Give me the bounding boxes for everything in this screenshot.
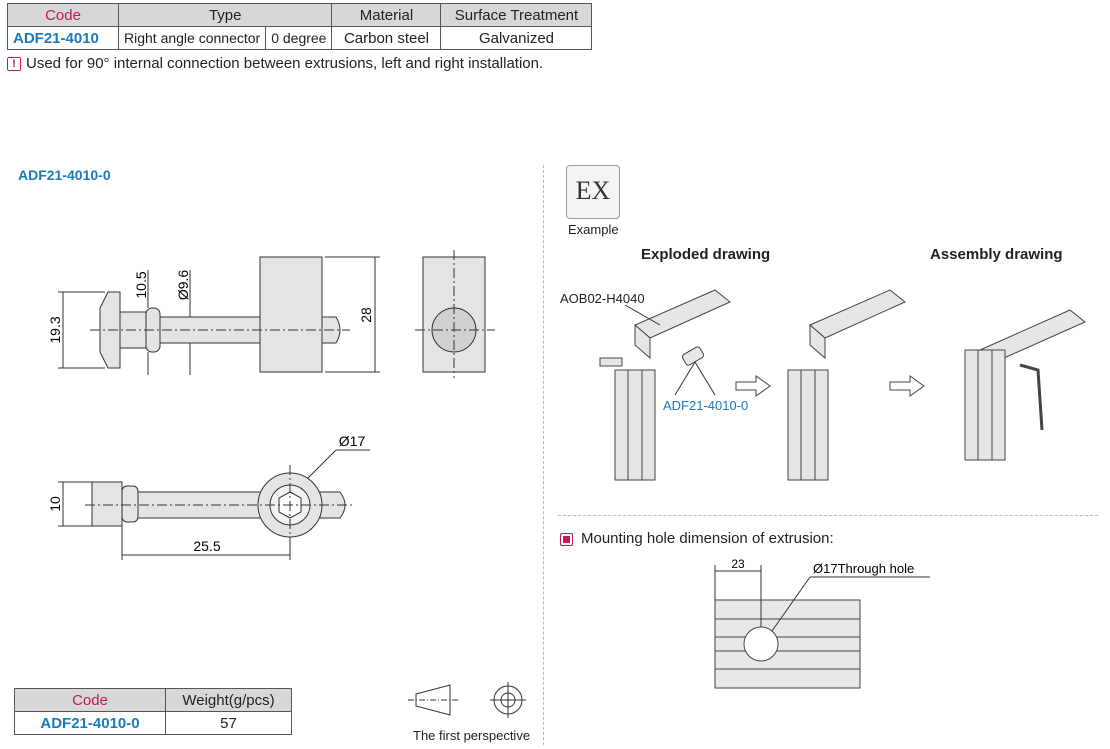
bullet-icon <box>560 532 573 546</box>
top-view-ring <box>121 485 139 523</box>
spec-type: Right angle connector <box>117 26 267 50</box>
hole-label: Ø17Through hole <box>813 561 914 576</box>
vertical-divider <box>543 165 544 745</box>
spec-header-code: Code <box>7 3 119 27</box>
hex-key-icon <box>1019 363 1044 431</box>
dim-shaft-dia: Ø9.6 <box>175 270 191 301</box>
spec-table: Code Type Material Surface Treatment ADF… <box>7 3 593 50</box>
perspective-label: The first perspective <box>413 728 531 743</box>
assembly-title: Assembly drawing <box>930 246 1063 263</box>
exploded-vertical-extrusion <box>614 369 656 481</box>
spec-header-surface: Surface Treatment <box>440 3 593 27</box>
weight-header-code: Code <box>14 688 166 712</box>
dim-body-dia: Ø17 <box>339 433 366 449</box>
spec-header-type: Type <box>117 3 333 27</box>
connector-part <box>681 346 705 366</box>
extrusion-face <box>714 599 861 689</box>
weight-table: Code Weight(g/pcs) ADF21-4010-0 57 <box>14 688 292 735</box>
example-badge-text: EX <box>575 176 611 205</box>
assembly-illustration <box>599 289 1086 481</box>
connector-label: ADF21-4010-0 <box>663 398 749 413</box>
exploded-horizontal-extrusion <box>634 289 731 339</box>
example-badge: EX <box>566 165 620 219</box>
dim-width: 10 <box>47 496 63 512</box>
spec-material: Carbon steel <box>331 26 442 50</box>
through-hole <box>743 626 779 662</box>
weight-header-row: Code Weight(g/pcs) <box>14 688 292 712</box>
mounting-title: Mounting hole dimension of extrusion: <box>581 530 834 547</box>
hole-offset-dim: 23 <box>731 557 745 571</box>
mounting-drawing: 23 Ø17Through hole <box>714 557 930 689</box>
top-view-head <box>91 481 123 527</box>
spec-surface: Galvanized <box>440 26 593 50</box>
extrusion-label: AOB02-H4040 <box>560 291 645 306</box>
exploded-title: Exploded drawing <box>641 246 771 263</box>
technical-drawing: 19.3 28 10.5 Ø9.6 10 25.5 Ø17 <box>47 250 495 560</box>
note: ! Used for 90° internal connection betwee… <box>7 55 543 72</box>
spec-header-material: Material <box>331 3 442 27</box>
spec-header-row: Code Type Material Surface Treatment <box>7 3 593 27</box>
dim-height: 19.3 <box>47 316 63 343</box>
arrow-1 <box>735 375 771 397</box>
spec-row: ADF21-4010 Right angle connector 0 degre… <box>7 26 593 50</box>
weight-header-weight: Weight(g/pcs) <box>165 688 292 712</box>
perspective-symbol <box>408 682 526 718</box>
tnut-part <box>599 357 623 367</box>
example-label: Example <box>568 222 619 237</box>
spec-angle: 0 degree <box>265 26 333 50</box>
dim-ring: 10.5 <box>133 271 149 298</box>
horizontal-divider <box>558 515 1098 516</box>
dim-body-height: 28 <box>358 307 374 323</box>
spec-code: ADF21-4010 <box>7 26 119 50</box>
arrow-2 <box>889 375 925 397</box>
note-text: Used for 90° internal connection between… <box>26 55 544 72</box>
dim-length: 25.5 <box>193 538 220 554</box>
weight-code: ADF21-4010-0 <box>14 711 166 735</box>
part-title: ADF21-4010-0 <box>18 167 111 183</box>
connector-body <box>259 256 323 373</box>
weight-row: ADF21-4010-0 57 <box>14 711 292 735</box>
mounting-title-row: Mounting hole dimension of extrusion: <box>560 530 834 547</box>
weight-value: 57 <box>165 711 292 735</box>
warning-icon: ! <box>7 57 21 72</box>
